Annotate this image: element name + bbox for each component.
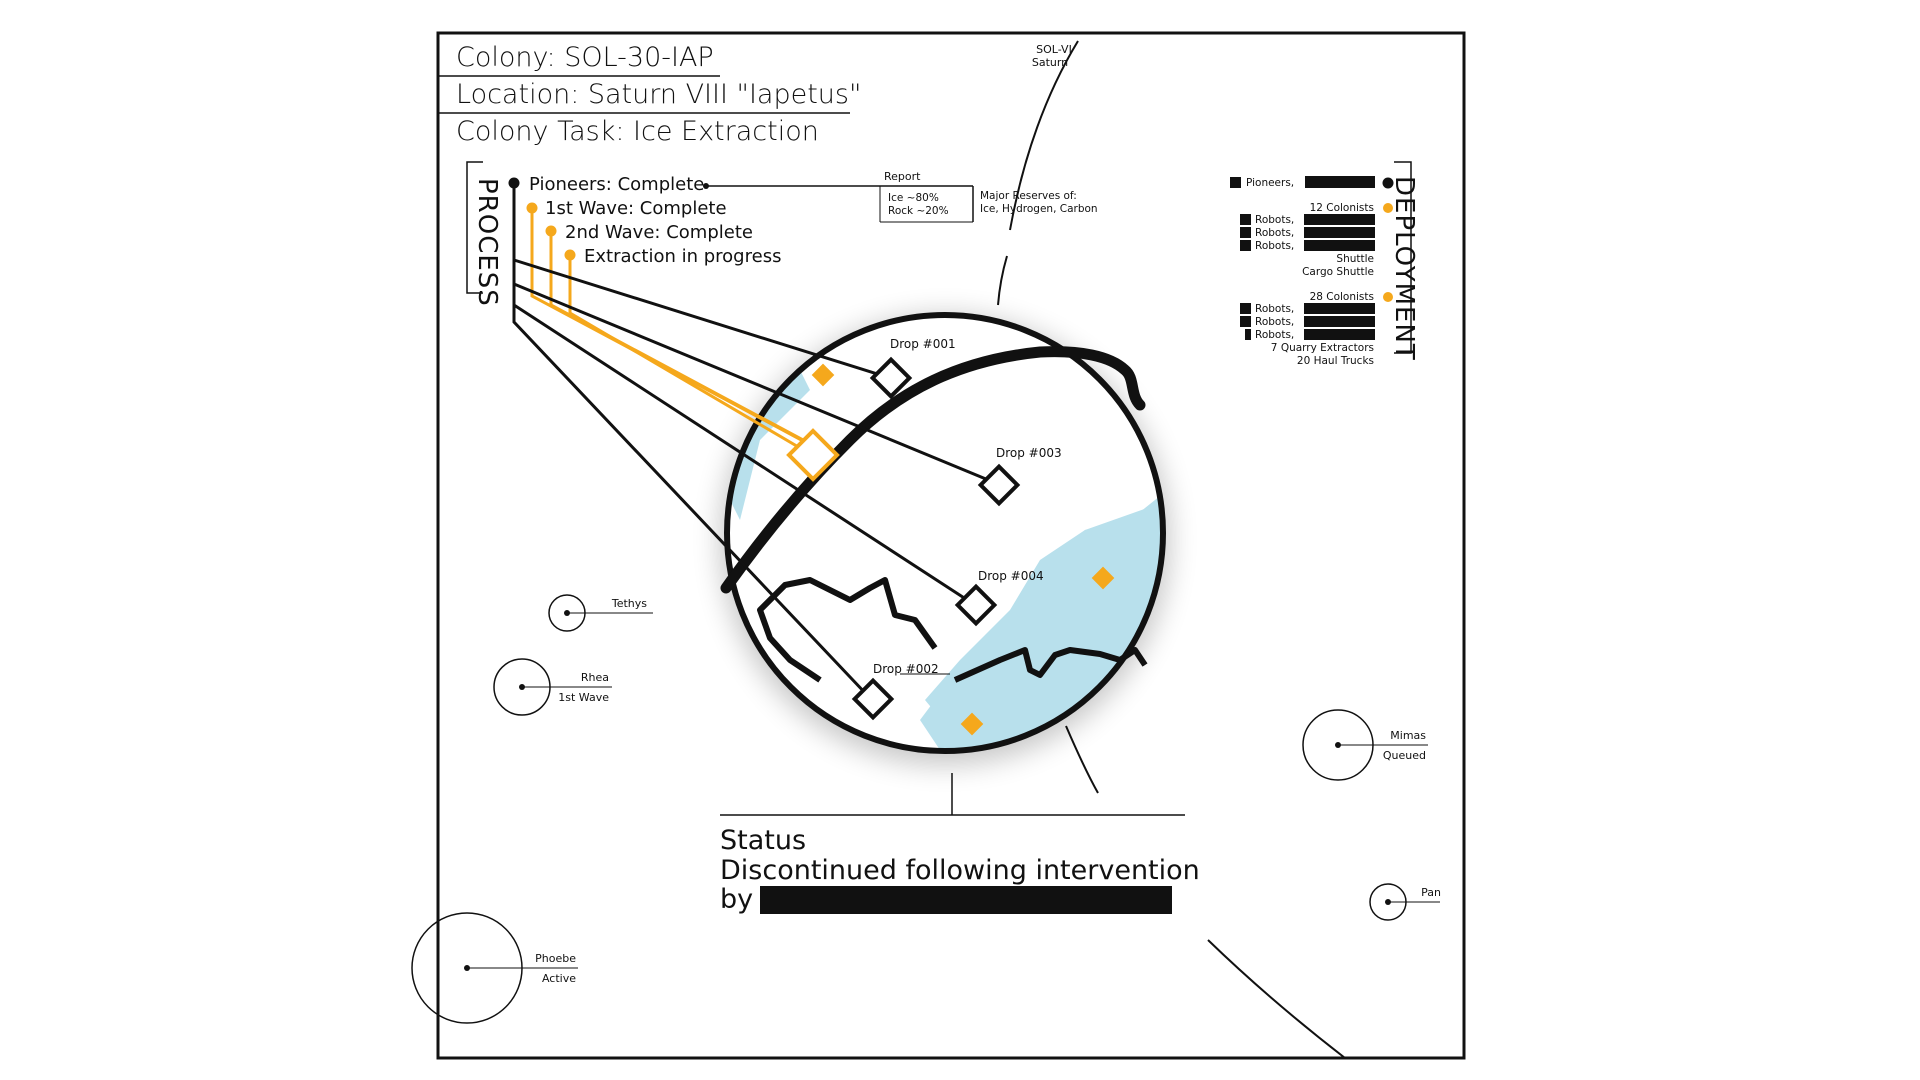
process-bracket (466, 161, 483, 294)
drop-003-marker (977, 463, 1021, 507)
drop-zone-orange (786, 428, 840, 482)
colony-location: Location: Saturn VIII "Iapetus" (456, 79, 861, 110)
redacted-robots-5 (1304, 316, 1375, 327)
step-wave1-text: 1st Wave: Complete (545, 198, 727, 219)
route-drop-003 (513, 282, 999, 486)
deploy-haul: 20 Haul Trucks (1297, 355, 1374, 367)
process-title: PROCESS (472, 178, 502, 307)
drop-004-label: Drop #004 (978, 569, 1044, 583)
redacted-robots-4 (1304, 303, 1375, 314)
status-line-1: Discontinued following intervention (720, 855, 1200, 886)
drop-002-marker (851, 677, 895, 721)
deploy-wave1-dot (1383, 203, 1393, 213)
status-label: Status (720, 825, 806, 856)
moon-outline (724, 312, 1166, 754)
deployment-bracket (1394, 161, 1412, 354)
deploy-quarry: 7 Quarry Extractors (1271, 342, 1374, 354)
deploy-robots-4: Robots, (1255, 303, 1294, 315)
moon-pan: Pan (1369, 883, 1441, 921)
deploy-robots-1: Robots, (1255, 214, 1294, 226)
mountain-ridge-east (953, 647, 1148, 683)
outer-frame (436, 31, 1466, 1060)
report-reserves-2: Ice, Hydrogen, Carbon (980, 203, 1098, 215)
deploy-pioneers-dot (1382, 177, 1394, 189)
deploy-wave2-dot (1383, 292, 1393, 302)
step-extraction-text: Extraction in progress (584, 246, 781, 267)
deploy-robots-6: Robots, (1255, 329, 1294, 341)
mimas-status: Queued (1383, 749, 1426, 762)
resource-marker-2 (1091, 566, 1115, 590)
redacted-pioneers-prefix (1230, 177, 1241, 188)
moon-rhea: Rhea 1st Wave (493, 658, 612, 716)
drop-001-label: Drop #001 (890, 337, 956, 351)
redacted-robots-prefix-2 (1240, 227, 1251, 238)
redacted-pioneers (1305, 176, 1375, 188)
report-rock: Rock ~20% (888, 205, 949, 217)
phoebe-label: Phoebe (535, 952, 576, 965)
route-drop-001 (513, 258, 891, 380)
saturn-arc-lower (997, 255, 1008, 306)
report-title: Report (884, 170, 921, 183)
report-leader-dot (703, 183, 709, 189)
deployment-title: DEPLOYMENT (1389, 176, 1419, 361)
saturn-label-1: SOL-VI (1036, 43, 1072, 56)
step-wave2-text: 2nd Wave: Complete (565, 222, 753, 243)
route-drop-002 (512, 183, 870, 698)
route-wave2 (549, 231, 819, 450)
drop-004-marker (954, 583, 998, 627)
deploy-wave2-colonists: 28 Colonists (1310, 291, 1374, 303)
report-reserves-1: Major Reserves of: (980, 190, 1077, 202)
saturn-arc-bottom (1065, 725, 1099, 794)
phoebe-status: Active (542, 972, 576, 985)
equatorial-ridge (720, 346, 1146, 594)
redacted-robots-prefix-6 (1245, 329, 1251, 340)
deploy-cargo-shuttle: Cargo Shuttle (1302, 266, 1374, 278)
colony-title: Colony: SOL-30-IAP (456, 42, 714, 73)
saturn-orbit-arc (1207, 939, 1346, 1059)
moon-tethys: Tethys (548, 594, 653, 632)
redacted-robots-prefix-3 (1240, 240, 1251, 251)
saturn-arc (1009, 40, 1079, 231)
rhea-label: Rhea (581, 671, 609, 684)
drop-002-label: Drop #002 (873, 662, 939, 676)
redacted-robots-1 (1304, 214, 1375, 225)
moon-phoebe: Phoebe Active (411, 912, 578, 1024)
colony-task: Colony Task: Ice Extraction (456, 116, 819, 147)
step-pioneers-text: Pioneers: Complete (529, 174, 704, 195)
pan-label: Pan (1421, 886, 1441, 899)
redacted-robots-3 (1304, 240, 1375, 251)
report-ice: Ice ~80% (888, 192, 939, 204)
redacted-robots-prefix-5 (1240, 316, 1251, 327)
tethys-label: Tethys (611, 597, 647, 610)
redacted-robots-prefix-4 (1240, 303, 1251, 314)
route-extraction (568, 255, 813, 457)
redacted-robots-6 (1304, 329, 1375, 340)
deploy-wave1-colonists: 12 Colonists (1310, 202, 1374, 214)
deploy-pioneers: Pioneers, (1246, 177, 1294, 189)
mountain-ridge-west (757, 577, 938, 683)
redacted-robots-prefix-1 (1240, 214, 1251, 225)
rhea-status: 1st Wave (558, 691, 609, 704)
redacted-robots-2 (1304, 227, 1375, 238)
deploy-robots-2: Robots, (1255, 227, 1294, 239)
moon-mimas: Mimas Queued (1302, 709, 1428, 781)
drop-003-label: Drop #003 (996, 446, 1062, 460)
route-drop-004 (513, 303, 976, 607)
status-line-2: by (720, 884, 753, 915)
mimas-label: Mimas (1390, 729, 1426, 742)
deploy-robots-3: Robots, (1255, 240, 1294, 252)
resource-marker-1 (811, 363, 835, 387)
resource-marker-3 (960, 712, 984, 736)
deploy-robots-5: Robots, (1255, 316, 1294, 328)
saturn-label-2: Saturn (1032, 56, 1068, 69)
deploy-shuttle: Shuttle (1336, 253, 1374, 265)
redacted-intervener (760, 886, 1172, 914)
drop-001-marker (869, 356, 913, 400)
